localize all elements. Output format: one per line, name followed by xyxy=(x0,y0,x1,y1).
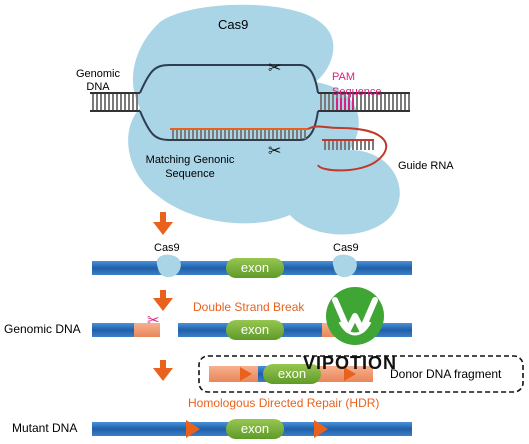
double-strand-break-label: Double Strand Break xyxy=(193,300,305,314)
cas9-label: Cas9 xyxy=(218,17,249,32)
cas9-left-label: Cas9 xyxy=(154,242,180,254)
dna-row-mutant xyxy=(92,419,412,439)
guide-rna-label: Guide RNA xyxy=(398,160,454,172)
hdr-label: Homologous Directed Repair (HDR) xyxy=(188,396,380,410)
genomic-dna-row-label: Genomic DNA xyxy=(4,322,81,336)
vipotion-logo xyxy=(326,287,384,345)
exon-label: exon xyxy=(240,322,270,337)
down-arrow-icon xyxy=(153,290,173,311)
exon-label: exon xyxy=(277,366,307,381)
exon-label: exon xyxy=(240,260,270,275)
matching-sequence-label: Matching Genonic Sequence xyxy=(145,154,235,180)
pam-sequence-label: PAM Sequence xyxy=(332,71,382,98)
vipotion-watermark: VIPOTION xyxy=(303,353,398,373)
mutant-dna-label: Mutant DNA xyxy=(12,421,78,435)
down-arrow-icon xyxy=(153,360,173,381)
exon-label: exon xyxy=(240,421,270,436)
genomic-dna-label: Genomic DNA xyxy=(75,68,121,93)
scissors-icon: ✂ xyxy=(268,141,281,160)
scissors-icon: ✂ xyxy=(147,311,160,329)
dna-row-cas9 xyxy=(92,254,412,278)
top-dna xyxy=(90,64,410,172)
down-arrow-icon xyxy=(153,212,173,235)
scissors-icon: ✂ xyxy=(268,58,281,77)
donor-box xyxy=(198,355,524,393)
donor-dna-label: Donor DNA fragment xyxy=(390,367,502,381)
cas9-protein xyxy=(128,4,400,235)
cas9-right-label: Cas9 xyxy=(333,242,359,254)
